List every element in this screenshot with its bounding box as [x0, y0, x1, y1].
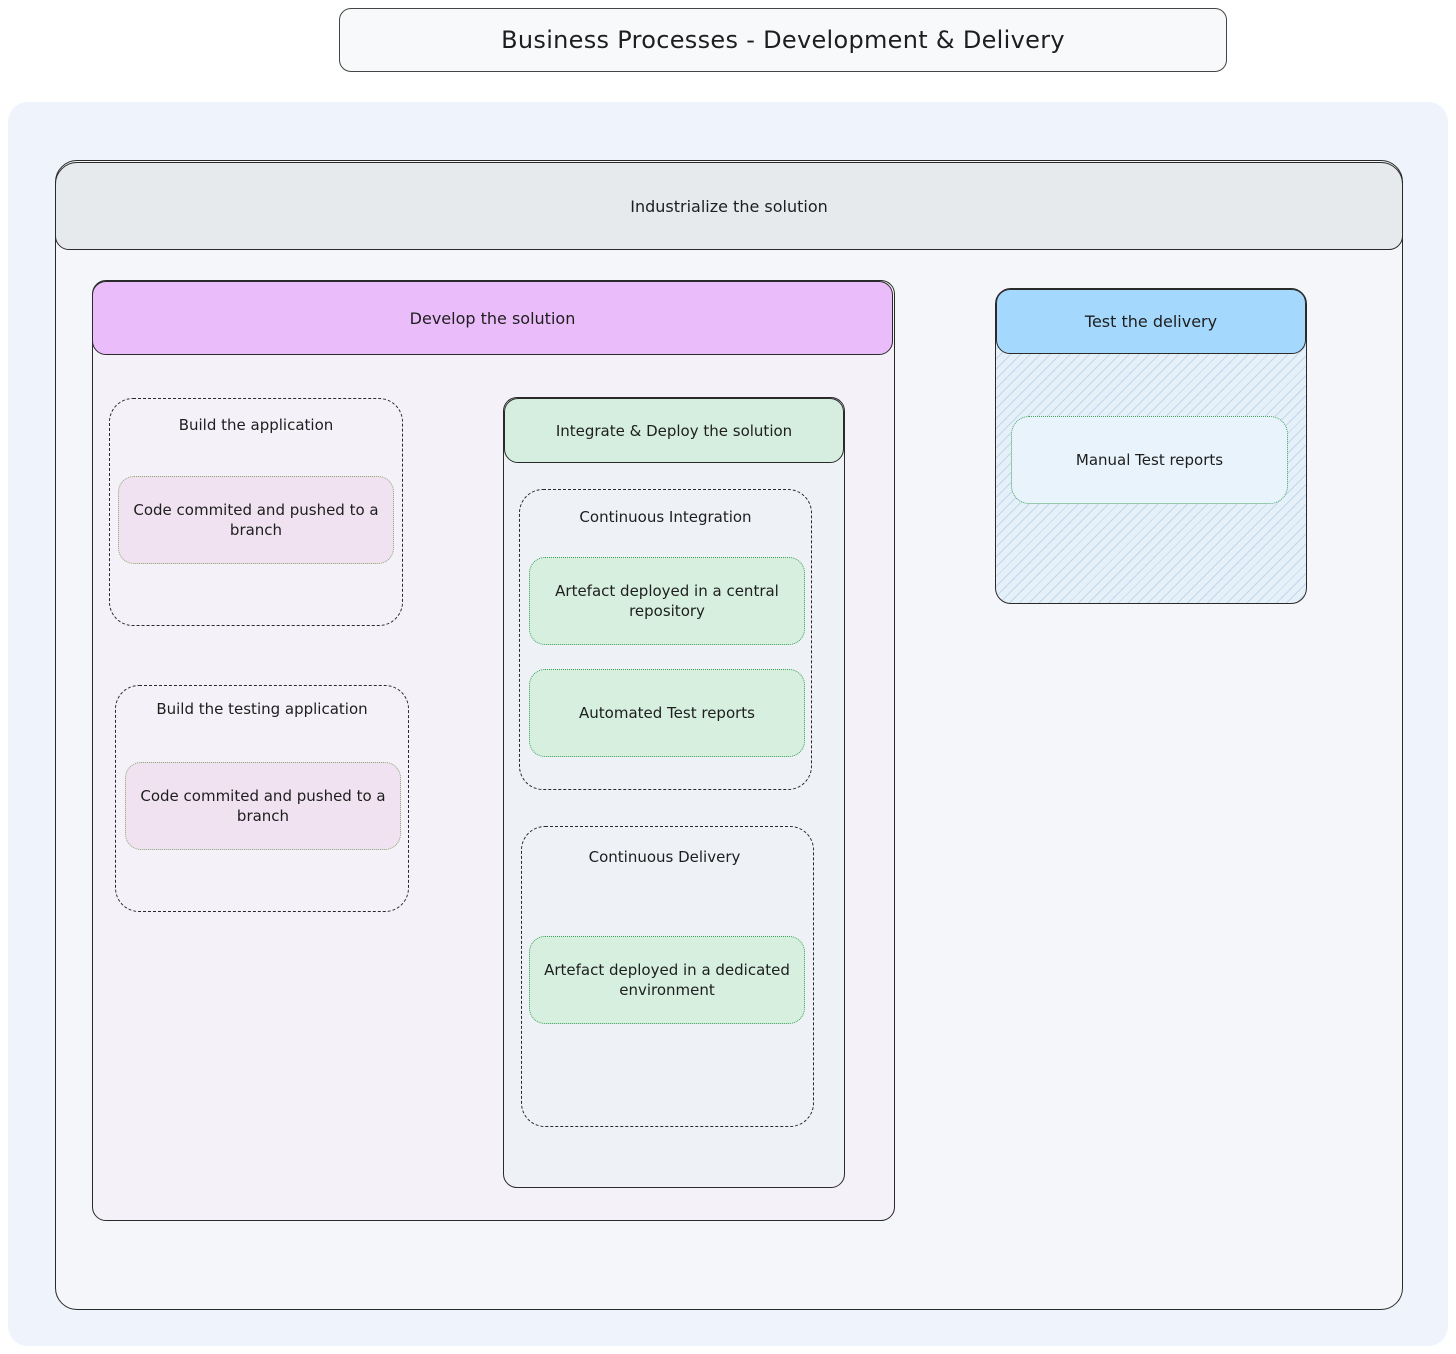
manual-test-card: Manual Test reports [1011, 416, 1288, 504]
ci-card-artefact-central: Artefact deployed in a central repositor… [529, 557, 805, 645]
continuous-delivery-group [521, 826, 814, 1127]
integrate-container [503, 397, 845, 1188]
industrialize-header: Industrialize the solution [55, 162, 1403, 250]
continuous-integration-group [519, 489, 812, 790]
continuous-delivery-label: Continuous Delivery [588, 848, 741, 866]
continuous-integration-label: Continuous Integration [579, 508, 752, 526]
test-header: Test the delivery [996, 289, 1306, 354]
develop-header: Develop the solution [92, 281, 893, 355]
diagram-title: Business Processes - Development & Deliv… [339, 8, 1227, 72]
build-testing-label: Build the testing application [156, 700, 368, 718]
ci-card-automated-tests: Automated Test reports [529, 669, 805, 757]
build-application-card: Code commited and pushed to a branch [118, 476, 394, 564]
build-testing-card: Code commited and pushed to a branch [125, 762, 401, 850]
build-application-group [109, 398, 403, 626]
cd-card-artefact-dedicated: Artefact deployed in a dedicated environ… [529, 936, 805, 1024]
build-testing-group [115, 685, 409, 912]
build-application-label: Build the application [178, 416, 334, 434]
integrate-header: Integrate & Deploy the solution [504, 398, 844, 463]
